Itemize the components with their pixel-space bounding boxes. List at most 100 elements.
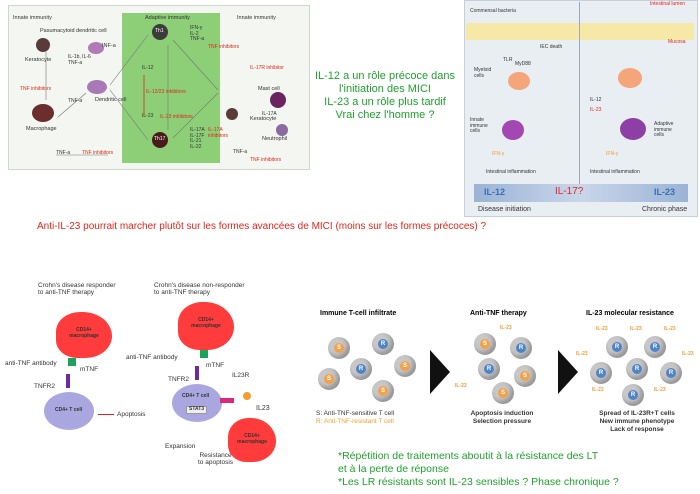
note-green-line-4: Vrai chez l'homme ?	[335, 109, 435, 121]
intestinal-lumen-label: Intestinal lumen	[650, 1, 686, 7]
apoptosis-induction-label: Apoptosis induction	[470, 410, 534, 417]
step-arrow-1	[430, 350, 450, 394]
il23-marker: IL-23	[596, 326, 608, 332]
ifng-right-label: IFN-γ	[606, 151, 619, 157]
adaptive-cells-label: Adaptive immune cells	[654, 121, 674, 138]
keratocyte-left-cell	[36, 38, 50, 52]
phase-divider	[579, 2, 580, 192]
il23-label: IL23	[256, 405, 270, 412]
tcell-infiltrate: S	[318, 368, 340, 390]
tcell-r-marker: R	[666, 368, 676, 378]
note-green-line-2: l'initiation des MICI	[339, 83, 431, 95]
il23-marker: IL-23	[455, 383, 467, 389]
iec-death-label: IEC death	[540, 44, 563, 50]
epithelium-layer	[466, 23, 694, 40]
stat3-box: STAT3	[186, 406, 208, 414]
neutrophil-cell	[276, 124, 288, 136]
selection-pressure-label: Selection pressure	[472, 418, 532, 425]
tnfr2-nonresponder-receptor	[195, 366, 199, 380]
step-arrow-2	[558, 350, 578, 394]
phenotype-label: New immune phenotype	[599, 418, 675, 425]
resistance-label: Resistance to apoptosis	[198, 452, 234, 467]
apoptosis-label: Apoptosis	[117, 411, 146, 418]
antitnf-responder-label: anti-TNF antibody	[5, 360, 57, 367]
il23-marker: IL-23	[654, 387, 666, 393]
bar-il23-label: IL-23	[654, 187, 676, 197]
tcell-s-marker: S	[400, 361, 410, 371]
note-bottom: *Répétition de traitements aboutit à la …	[338, 450, 619, 489]
tcell-resistant: R	[660, 362, 682, 384]
tcell-r-marker: R	[516, 343, 526, 353]
th1-cell	[152, 24, 168, 40]
macrophage-il23-source	[228, 418, 276, 462]
tcell-r-marker: R	[632, 364, 642, 374]
expansion-label: Expansion	[165, 443, 196, 450]
tnf-inhibitors-bottom-label: TNF inhibitors	[82, 150, 114, 156]
innate-right-header: Innate immunity	[237, 15, 276, 21]
il23-inhibitors-label: IL-23 inhibitors	[160, 114, 193, 120]
resistance-title: IL-23 molecular resistance	[586, 310, 674, 317]
il23-marker: IL-23	[500, 325, 512, 331]
il23-molecule	[243, 392, 251, 400]
tcell-r-marker: R	[484, 364, 494, 374]
cd4-responder-label: CD4+ T cell	[55, 407, 83, 413]
th17-label: Th17	[154, 136, 166, 142]
adaptive-immune-cell	[620, 118, 646, 140]
mtnf-responder-label: mTNF	[80, 366, 99, 373]
tcell-resistant: R	[644, 336, 666, 358]
il23-marker: IL-23	[630, 326, 642, 332]
cd4-responder-cell	[44, 392, 94, 430]
keratocyte-right-cell	[226, 108, 238, 120]
innate-left-header: Innate immunity	[13, 15, 52, 21]
tcell-s-marker: S	[498, 388, 508, 398]
cd4-nonresponder-cell	[172, 384, 222, 422]
tnfr2-nonresponder-label: TNFR2	[168, 376, 189, 383]
il17a-label: IL-17A	[262, 111, 277, 117]
myeloid-cell-left	[508, 72, 530, 90]
spread-label: Spread of IL-23R+T cells	[599, 410, 675, 417]
dendritic-label: Dendritic cell	[95, 97, 127, 103]
pdc-cell	[88, 42, 104, 54]
il12-label: IL-12	[142, 65, 154, 71]
keratocyte-left-label: Keratocyte	[25, 57, 52, 63]
mast-cell	[270, 92, 286, 108]
mtnf-nonresponder	[200, 350, 208, 358]
il23-marker: IL-23	[576, 351, 588, 357]
tcell-r-marker: R	[356, 364, 366, 374]
il23-marker: IL-23	[664, 326, 676, 332]
tcell-s-marker: S	[480, 339, 490, 349]
apoptosis-arrow	[98, 414, 114, 415]
il23-marker: IL-23	[682, 351, 694, 357]
tcell-resistant: R	[606, 336, 628, 358]
phase-bar	[474, 184, 688, 202]
cytokines-left-label: IL-1b, IL-6 TNF-a	[68, 54, 91, 66]
note-bottom-line-1: *Répétition de traitements aboutit à la …	[338, 450, 599, 462]
tnfa-left-label: TNF-a	[68, 98, 83, 104]
il23-right-label: IL-23	[590, 107, 602, 113]
il23-label: IL-23	[142, 113, 154, 119]
tcell-r-marker: R	[596, 368, 606, 378]
infiltrate-title: Immune T-cell infiltrate	[320, 310, 397, 317]
myd88-label: MyD88	[515, 61, 531, 67]
tcell-s-marker: S	[378, 386, 388, 396]
macrophage-nonresponder	[178, 302, 234, 350]
tcell-r-marker: R	[628, 390, 638, 400]
tlr-label: TLR	[503, 57, 513, 63]
tcell-resistant: R	[626, 358, 648, 380]
note-bottom-line-2: et à la perte de réponse	[338, 463, 449, 475]
inflammation-right-label: Intestinal inflammation	[590, 169, 640, 175]
il12-23-inhibitors-label: IL-12/23 inhibitors	[146, 89, 186, 95]
disease-initiation-label: Disease initiation	[478, 206, 531, 213]
myeloid-label: Myeloid cells	[474, 67, 492, 79]
tcell-infiltrate: S	[372, 380, 394, 402]
tcell-resistant: R	[590, 362, 612, 384]
th1-label: Th1	[155, 28, 164, 34]
lack-response-label: Lack of response	[610, 426, 664, 433]
infa-label: INF-a	[102, 43, 116, 49]
bar-il17-label: IL-17?	[555, 186, 584, 197]
dendritic-cell	[87, 80, 107, 94]
legend-r: R: Anti-TNF-resistant T cell	[316, 418, 394, 425]
chronic-phase-label: Chronic phase	[642, 206, 688, 213]
adaptive-header: Adaptive immunity	[145, 15, 190, 21]
il23r-receptor	[220, 398, 234, 403]
